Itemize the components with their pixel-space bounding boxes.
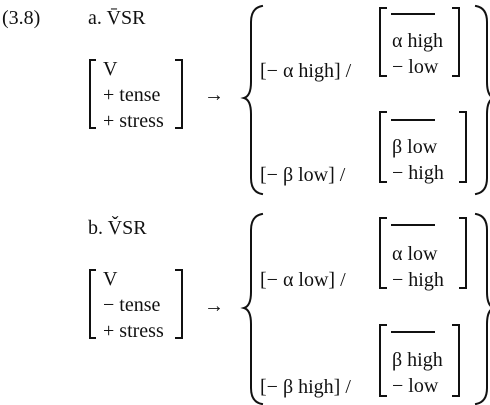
feature: + tense (103, 84, 161, 106)
context-feature: α low (392, 243, 438, 265)
right-bracket (175, 59, 183, 129)
left-bracket (379, 7, 387, 77)
context-feature: − high (392, 162, 444, 184)
context-feature: − low (392, 56, 439, 78)
left-bracket (379, 324, 387, 397)
rule-b-case-2-output: [− β high] / (260, 376, 351, 398)
right-bracket (452, 324, 460, 397)
rule-a-heading: a. V̄SR (88, 7, 146, 29)
right-brace (474, 212, 490, 405)
left-brace (240, 212, 264, 405)
rule-b-input-matrix: V − tense + stress (103, 266, 164, 344)
context-feature: β low (392, 136, 438, 158)
context-feature: β high (392, 349, 443, 371)
rule-a-case-2-output: [− β low] / (260, 164, 346, 186)
right-bracket (459, 217, 467, 289)
right-bracket (459, 111, 467, 183)
left-bracket (89, 59, 96, 129)
example-number: (3.8) (2, 7, 41, 29)
rule-a-case-1-output: [− α high] / (260, 60, 352, 82)
feature: − tense (103, 294, 161, 316)
rule-a-arrow: → (204, 84, 224, 106)
left-brace (240, 4, 264, 196)
feature: V (103, 268, 118, 290)
feature: + stress (103, 320, 164, 342)
rule-b-case-2-context: β high − low (392, 347, 443, 399)
feature: + stress (103, 110, 164, 132)
rule-b-case-1-output: [− α low] / (260, 269, 346, 291)
rule-b-case-1-context: α low − high (392, 241, 444, 293)
rule-a-case-2-context: β low − high (392, 134, 444, 186)
left-bracket (379, 111, 387, 183)
right-bracket (175, 269, 183, 339)
left-bracket (379, 217, 387, 289)
rule-a-input-matrix: V + tense + stress (103, 56, 164, 134)
left-bracket (89, 269, 96, 339)
right-brace (474, 4, 490, 196)
rule-b-heading: b. V̌SR (88, 217, 147, 239)
right-bracket (452, 7, 460, 77)
context-feature: α high (392, 30, 444, 52)
rule-a-case-1-context: α high − low (392, 28, 443, 80)
rule-b-arrow: → (204, 295, 224, 317)
context-feature: − low (392, 375, 439, 397)
feature: V (103, 58, 118, 80)
context-feature: − high (392, 269, 444, 291)
